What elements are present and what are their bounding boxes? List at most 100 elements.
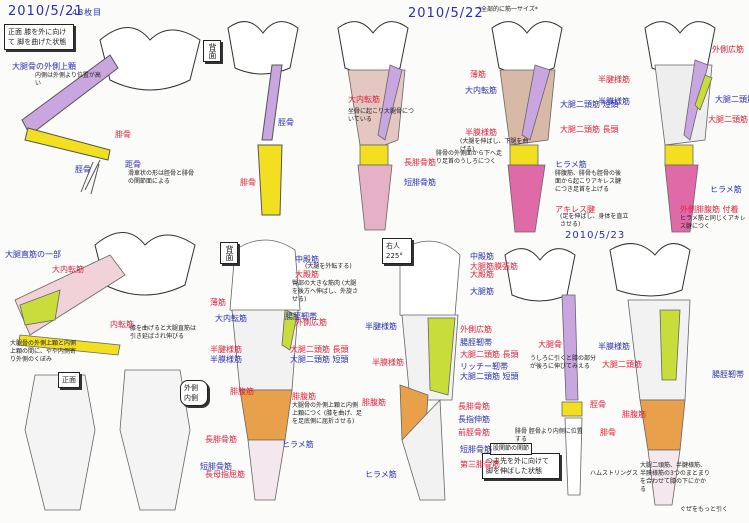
anatomy-label: 膝を曲げると大腿直筋は引き延ばされ伸びる [130,325,197,340]
date-1: 2010/5/21 [8,4,84,19]
pelvis-drawing [337,21,409,75]
anatomy-label: 腓腹筋 [362,398,386,407]
anatomy-label: 腓骨 脛骨より内側に位置する [515,428,583,443]
anatomy-label: 長腓骨筋 [404,158,436,167]
anatomy-label: 中殿筋 [295,255,319,264]
anatomy-label: ぐぜをもっと引く [680,506,729,513]
pelvis-drawing [491,21,563,75]
anatomy-label: 坐骨に起こり大腿骨についている [348,108,415,123]
muscle-highlight [281,309,298,351]
anatomy-label: 前脛骨筋 [458,428,490,437]
anatomy-label: 大殿筋 [295,270,319,279]
achilles-lower-leg [247,439,286,501]
anatomy-label: 腸脛靭帯 [285,312,317,321]
femur-bone [521,64,551,141]
anatomy-label: 大腿骨の外側上顆と内側上顆の間に、やや内側寄り外側のくぼみ [10,340,77,363]
muscle-highlight [19,289,61,326]
femur-bone [17,334,121,356]
anatomy-label: 半膜様筋 [598,342,630,351]
anatomy-label: リッチー靭帯 [460,362,508,371]
front-view-box-2: 正面 [58,372,80,388]
buttock [229,239,301,316]
anatomy-label: 大腿骨の外側上顆 [12,62,76,71]
anatomy-label: 大内転筋 [52,265,84,274]
lower-leg [647,449,681,506]
lower-leg [401,399,446,501]
anatomy-label: うしろに引くと膝の部分が後ろに伸びてみえる [530,355,597,370]
pelvis-drawing [504,248,576,302]
anatomy-label: 距骨 [125,160,141,169]
anatomy-label: ヒラメ筋 [282,440,314,449]
anatomy-label: 腓骨の外側面から下へ走り足首のうしろにつく [436,150,503,165]
anatomy-label: 大腿骨 [538,340,562,349]
muscle-highlight [659,309,681,381]
anatomy-label: 短腓骨筋 [200,462,232,471]
anatomy-label: 長腓骨筋 [205,435,237,444]
anatomy-label: 腓腹筋 [622,410,646,419]
femur-bone [561,294,579,401]
back-view-box: 背面 [203,40,221,62]
anatomy-label: 薄筋 [470,70,486,79]
anatomy-label: 長指伸筋 [458,415,490,424]
anatomy-label: 半腱様筋 [210,345,242,354]
knee-patella [359,144,389,166]
anatomy-label: 薄筋 [210,298,226,307]
anatomy-label: 短腓骨筋 [404,178,436,187]
anatomy-label: ハムストリングス [590,470,639,477]
date-2: 2010/5/22 [408,6,484,21]
anatomy-label: 大腿二頭筋 短頭 [715,95,749,104]
front-view-box: 正面 膝を外に向けて 脚を曲げた状態 [4,24,74,50]
anatomy-label: 大腿二頭筋 短頭 [290,355,349,364]
anatomy-label: ヒラメ筋 [710,185,742,194]
anatomy-label: 中殿筋 [470,252,494,261]
drawing-count: 48枚目 [72,8,103,17]
anatomy-label: 脛骨 [75,165,91,174]
pelvis-drawing [94,232,196,296]
calf-muscles [664,164,699,233]
femur-bone [261,64,283,141]
knee-drawing [119,369,191,511]
knee-patella [664,144,694,166]
anatomy-label: 大腿二頭筋 長頭 [708,115,749,124]
tibia-bone [257,144,283,216]
anatomy-label: 半腱様筋 [365,322,397,331]
anatomy-label: 大腿二頭筋 [602,360,642,369]
muscle-highlight [427,317,456,396]
anatomy-label: 外側広筋 [460,325,492,334]
calf-muscles [357,164,393,231]
pelvis-drawing [609,243,691,297]
anatomy-label: 外側腓腹筋 付着 [680,205,739,214]
anatomy-label: ヒラメ筋と同じくアキレス腱につく [680,215,746,230]
pelvis-drawing [99,27,201,91]
anatomy-label: 大腿二頭筋、半腱様筋、半膜様筋の3つのまとまりを合わせて膝の下にかかる [640,462,710,493]
anatomy-label: 腸脛靭帯 [712,370,744,379]
anatomy-label: 半腱様筋 [598,75,630,84]
anatomy-label: 脛骨 [278,118,294,127]
anatomy-label: 半膜様筋 [372,358,404,367]
anatomy-label: 腓腹筋、腓骨も脛骨の後面から起こりアキレス腱につき足首を上げる [555,170,622,193]
date-3: 2010/5/23 [565,230,626,241]
anatomy-label: 腓骨 [115,130,131,139]
anatomy-label: 半膜様筋 [465,128,497,137]
anatomy-label: ヒラメ筋 [365,470,397,479]
anatomy-label: 大殿筋 [470,270,494,279]
anatomy-label: 大腿二頭筋 長頭 [460,350,519,359]
callout-box: 股関節の関節 [490,443,533,455]
knee-patella [561,401,583,417]
anatomy-label: 腓骨 [240,178,256,187]
anatomy-label: 大腿骨の外側上顆と内側上顆につく (膝を曲げ、足を足底側に屈折させる) [292,402,362,425]
anatomy-label: 大腿直筋の一部 [5,250,61,259]
anatomy-label: 外側広筋 [712,45,744,54]
anatomy-label: 臀部の大きな筋肉 (大腿を後方へ伸ばし、外旋させる) [292,280,359,303]
calf-gastrocnemius [639,399,686,451]
tibia-bone [24,127,111,161]
femur-bone [683,59,709,141]
anatomy-label: (足を伸ばし、身体を直立させる) [560,213,629,228]
note: *全部的に筋一サイズ* [478,6,538,13]
anatomy-label: ヒラメ筋 [555,160,587,169]
anatomy-label: (大腿を外転する) [305,263,352,270]
anatomy-label: 大腿筋膜張筋 [470,262,518,271]
anatomy-label: 腸脛靭帯 [460,338,492,347]
anatomy-label: 腓腹筋 [230,387,254,396]
